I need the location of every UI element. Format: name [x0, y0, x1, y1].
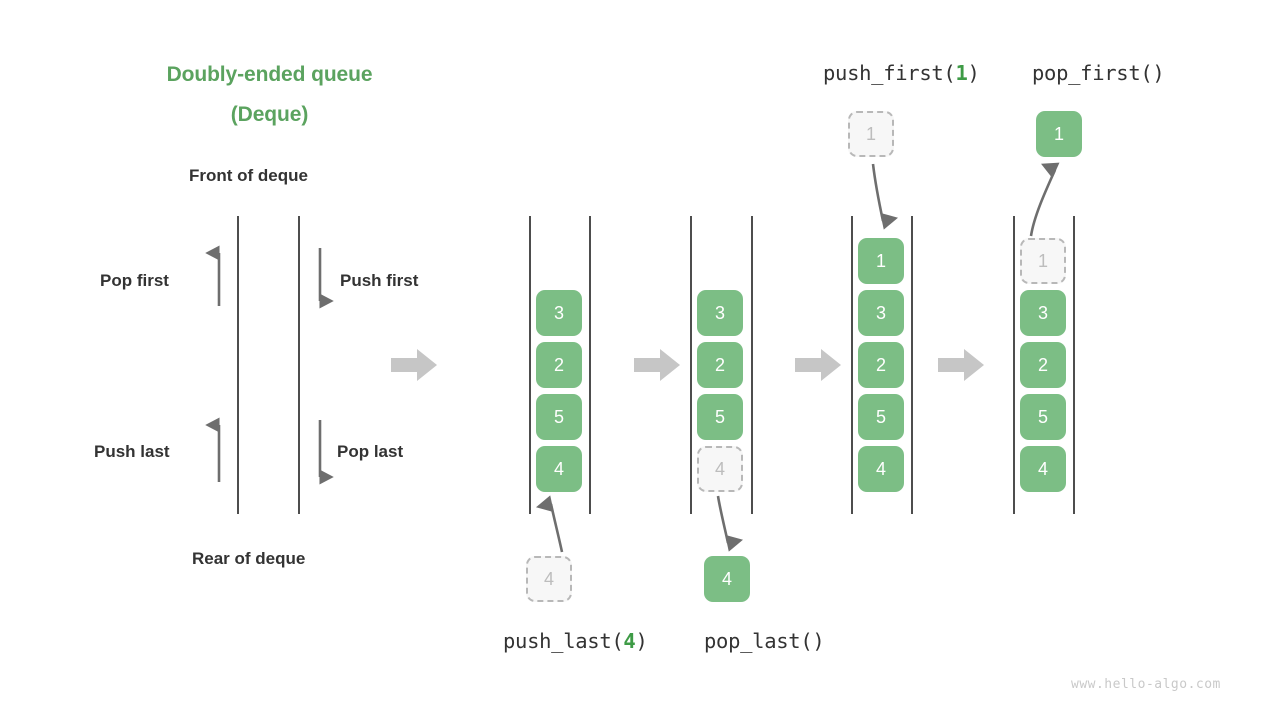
push-last-arrow-icon: [205, 417, 221, 482]
pop-last-operation-label: pop_last(): [704, 629, 825, 653]
cell-state-1-0: 3: [536, 290, 582, 336]
pop-first-operation-label: pop_first(): [1032, 61, 1165, 85]
state4-rail-left: [1013, 216, 1015, 514]
push-first-operation-label: push_first(1): [823, 61, 980, 85]
cell-state-4-1: 3: [1020, 290, 1066, 336]
cell-state-2-3: 4: [697, 446, 743, 492]
cell-state-3-0: 1: [858, 238, 904, 284]
pop-last-output-cell: 4: [704, 556, 750, 602]
push-first-label: Push first: [340, 271, 419, 290]
page-title-line2: (Deque): [230, 103, 309, 126]
cell-state-2-0: 3: [697, 290, 743, 336]
pop-first-curved-arrow-icon: [1029, 162, 1060, 237]
flow-arrow-icon-1: [391, 349, 437, 381]
state3-rail-right: [911, 216, 913, 514]
push-last-op-close: ): [635, 629, 648, 653]
stack-state-3: 1 3 2 5 4: [858, 238, 904, 492]
cell-state-3-3: 5: [858, 394, 904, 440]
state2-rail-left: [690, 216, 692, 514]
det-push-first-src-cell: 1: [848, 111, 894, 157]
legend-rail-left: [237, 216, 239, 514]
state2-rail-right: [751, 216, 753, 514]
push-first-op-close: ): [967, 61, 980, 85]
stack-state-2: 3 2 5 4: [697, 290, 743, 492]
pop-first-label: Pop first: [100, 271, 169, 290]
cell-state-3-1: 3: [858, 290, 904, 336]
stack-state-1: 3 2 5 4: [536, 290, 582, 492]
cell-state-1-3: 4: [536, 446, 582, 492]
cell-state-1-2: 5: [536, 394, 582, 440]
cell-state-4-4: 4: [1020, 446, 1066, 492]
pop-last-label: Pop last: [337, 442, 404, 461]
push-first-source-cell: 1: [848, 111, 894, 157]
cell-state-1-1: 2: [536, 342, 582, 388]
state4-rail-right: [1073, 216, 1075, 514]
push-last-source-cell: 4: [526, 556, 572, 602]
flow-arrow-icon-3: [795, 349, 841, 381]
push-first-op-name: push_first(: [823, 61, 956, 85]
push-first-op-arg: 1: [955, 61, 968, 85]
cell-state-3-2: 2: [858, 342, 904, 388]
pop-first-arrow-icon: [205, 245, 221, 306]
pop-first-output-cell: 1: [1036, 111, 1082, 157]
push-first-curved-arrow-icon: [871, 163, 898, 230]
state3-rail-left: [851, 216, 853, 514]
flow-arrow-icon-2: [634, 349, 680, 381]
page-title-line1: Doubly-ended queue: [166, 63, 373, 86]
det-pop-first-out-cell: 1: [1036, 111, 1082, 157]
flow-arrow-icon-4: [938, 349, 984, 381]
cell-state-4-0: 1: [1020, 238, 1066, 284]
push-last-op-name: push_last(: [503, 629, 624, 653]
stack-state-4: 1 3 2 5 4: [1020, 238, 1066, 492]
cell-state-4-3: 5: [1020, 394, 1066, 440]
legend-rail-right: [298, 216, 300, 514]
cell-state-3-4: 4: [858, 446, 904, 492]
cell-state-4-2: 2: [1020, 342, 1066, 388]
cell-state-2-2: 5: [697, 394, 743, 440]
det-push-last-src-cell: 4: [526, 556, 572, 602]
pop-last-curved-arrow-icon: [716, 495, 743, 552]
watermark-text: www.hello-algo.com: [1071, 677, 1221, 692]
push-first-arrow-icon: [318, 248, 334, 309]
rear-of-deque-label: Rear of deque: [192, 549, 306, 568]
front-of-deque-label: Front of deque: [189, 166, 308, 185]
push-last-operation-label: push_last(4): [503, 629, 648, 653]
det-pop-last-out-cell: 4: [704, 556, 750, 602]
state1-rail-left: [529, 216, 531, 514]
cell-state-2-1: 2: [697, 342, 743, 388]
push-last-label: Push last: [94, 442, 170, 461]
push-last-op-arg: 4: [623, 629, 636, 653]
pop-last-arrow-icon: [318, 420, 334, 485]
push-last-curved-arrow-icon: [536, 495, 564, 553]
state1-rail-right: [589, 216, 591, 514]
